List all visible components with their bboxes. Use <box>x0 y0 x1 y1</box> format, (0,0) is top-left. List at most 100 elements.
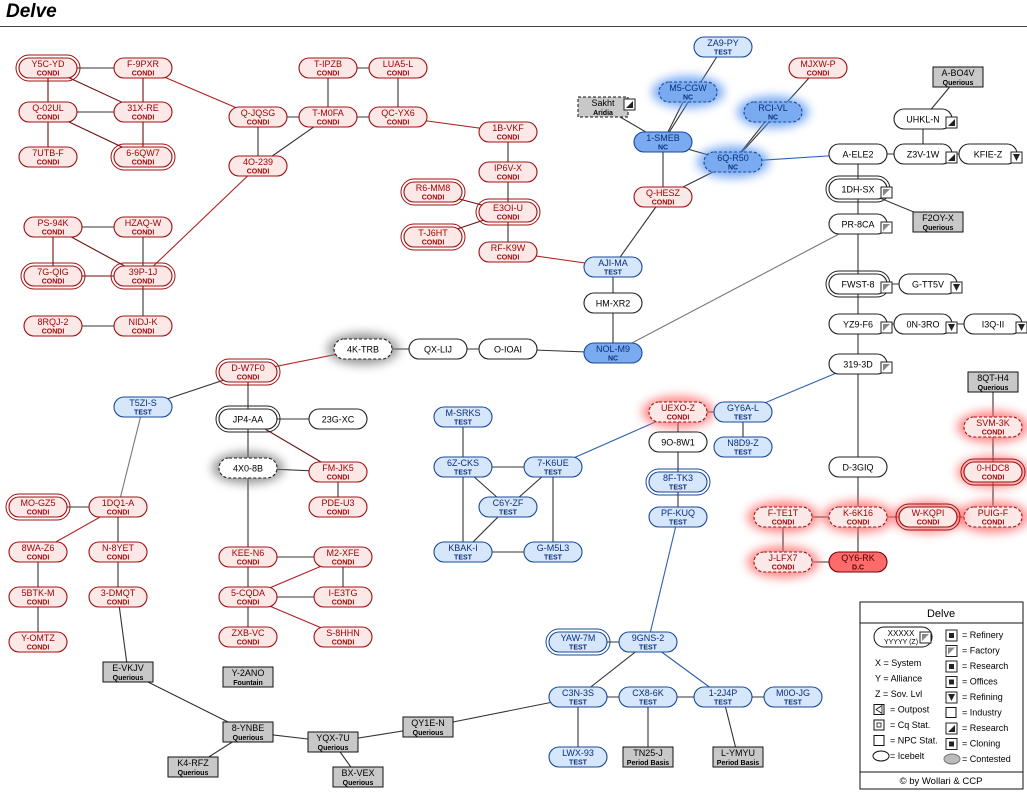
system-node[interactable]: YZ9-F6 <box>828 313 893 335</box>
system-node[interactable]: 4K-TRB <box>327 333 399 365</box>
system-node[interactable]: 9O-8W1 <box>648 431 708 453</box>
system-node[interactable]: D-3GIQ <box>828 456 888 478</box>
system-node[interactable]: 319-3D <box>828 353 893 375</box>
system-node[interactable]: O-IOAI <box>478 338 538 360</box>
system-node[interactable]: 4X0-8B <box>212 452 284 484</box>
system-node[interactable]: FWST-8 <box>825 270 893 298</box>
system-node[interactable]: Z3V-1W <box>893 143 958 165</box>
system-node[interactable]: PR-8CA <box>828 213 893 235</box>
system-node[interactable]: 23G-XC <box>308 408 368 430</box>
system-node[interactable]: 0N-3RO <box>893 313 958 335</box>
system-node[interactable]: QY6-RKD.C <box>828 551 888 573</box>
system-node[interactable]: I3Q-II <box>963 313 1027 335</box>
system-node[interactable]: G-TT5V <box>898 273 963 295</box>
system-node[interactable]: KFIE-Z <box>958 143 1023 165</box>
system-node[interactable]: A-ELE2 <box>828 143 888 165</box>
system-node[interactable]: UHKL-N <box>893 108 958 130</box>
